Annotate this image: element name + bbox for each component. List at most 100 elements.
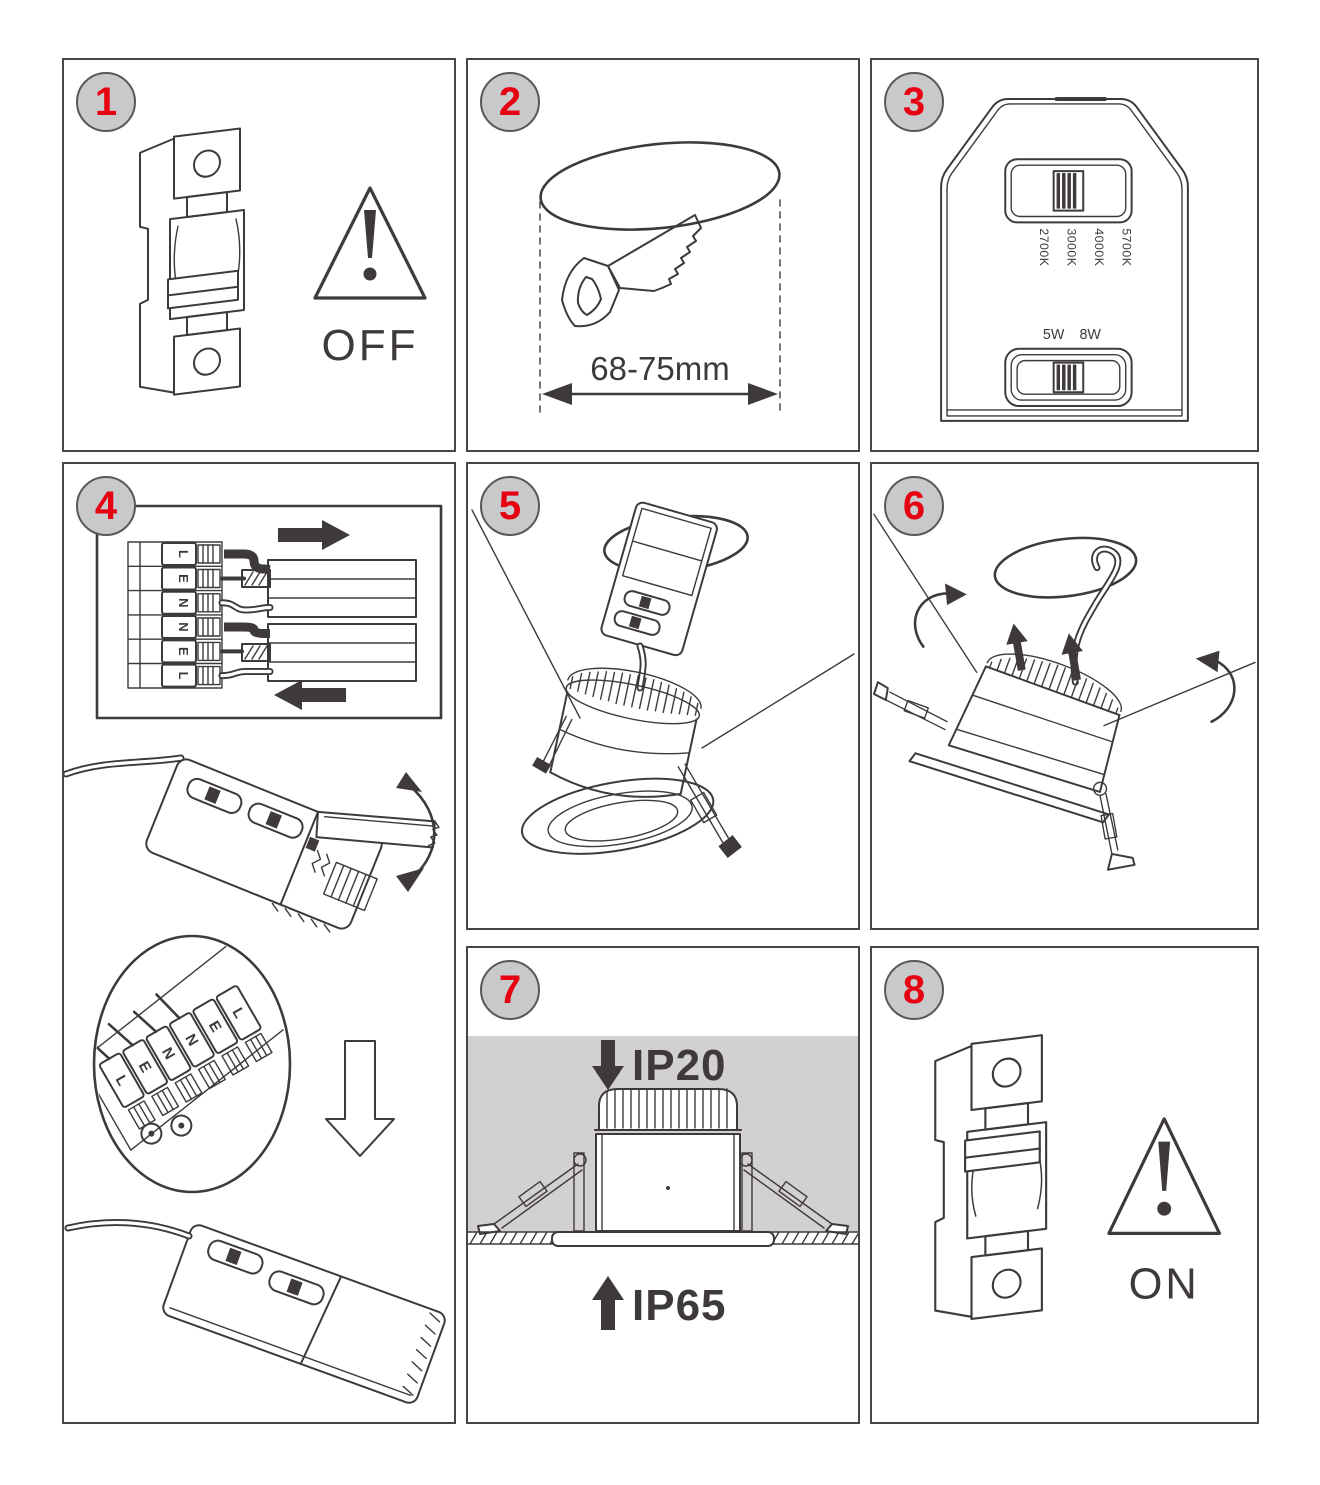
step-4-badge: 4 xyxy=(76,476,136,536)
dimension-arrow xyxy=(542,383,778,405)
press-down-arrow xyxy=(325,1040,395,1157)
step-2-panel: 2 68-75mm xyxy=(466,58,860,452)
up-arrow-icon xyxy=(592,1276,624,1330)
step-number: 8 xyxy=(902,968,926,1012)
step-1-illustration: OFF xyxy=(139,127,427,396)
svg-text:3000K: 3000K xyxy=(1064,228,1078,266)
downlight-fixture-tilted xyxy=(947,653,1123,793)
svg-text:E: E xyxy=(135,1058,155,1075)
terminal-detail: L E N N E L xyxy=(96,940,284,1151)
on-label: ON xyxy=(1129,1261,1200,1309)
svg-text:E: E xyxy=(205,1018,225,1035)
mains-cables xyxy=(218,549,417,682)
step-number: 6 xyxy=(902,484,926,528)
ip65-label: IP65 xyxy=(632,1281,727,1330)
insert-direction-arrow xyxy=(278,520,350,550)
step-1-panel: 1 OFF xyxy=(62,58,456,452)
svg-text:5W: 5W xyxy=(1043,327,1065,343)
step-3-panel: 3 2700K 3000K 4000K 5700K 5W xyxy=(870,58,1259,452)
spring-clip-left xyxy=(532,715,573,774)
spring-clip-right xyxy=(677,763,742,859)
step-1-badge: 1 xyxy=(76,72,136,132)
magnifier-ellipse xyxy=(92,934,292,1194)
spring-clip-left xyxy=(872,681,948,731)
step-8-illustration: ON xyxy=(934,1034,1222,1321)
warning-icon xyxy=(1107,1117,1222,1235)
ceiling-section xyxy=(468,1231,858,1245)
svg-text:4000K: 4000K xyxy=(1092,228,1106,266)
step-6-panel: 6 xyxy=(870,462,1259,930)
terminal-labels: L E N N E L xyxy=(176,550,191,680)
ceiling-plane-lines xyxy=(471,509,855,749)
rotate-arrow-right xyxy=(1195,650,1236,723)
step-7-badge: 7 xyxy=(480,960,540,1020)
svg-text:L: L xyxy=(176,550,191,558)
svg-text:L: L xyxy=(176,672,191,680)
step-number: 5 xyxy=(498,484,522,528)
step-8-badge: 8 xyxy=(884,960,944,1020)
warning-icon xyxy=(313,186,427,300)
step-number: 7 xyxy=(498,968,522,1012)
svg-text:N: N xyxy=(176,622,191,631)
trim-flange xyxy=(551,1231,775,1247)
wiring-diagram-box xyxy=(95,504,443,720)
svg-text:L: L xyxy=(112,1072,131,1088)
step-3-illustration: 2700K 3000K 4000K 5700K 5W 8W xyxy=(940,97,1189,422)
step-2-badge: 2 xyxy=(480,72,540,132)
svg-text:N: N xyxy=(176,598,191,607)
step-2-illustration: 68-75mm xyxy=(539,141,781,413)
step-8-panel: 8 ON xyxy=(870,946,1259,1424)
spring-clip-right xyxy=(1092,781,1136,871)
rotate-arrow-left xyxy=(913,583,967,648)
svg-text:L: L xyxy=(229,1005,248,1021)
step-4-panel: 4 L E N N xyxy=(62,462,456,1424)
cct-select-switch xyxy=(1004,158,1133,224)
fixture-back-housing xyxy=(940,97,1189,422)
svg-text:8W: 8W xyxy=(1079,327,1101,343)
driver-box-open xyxy=(145,758,440,933)
push-up-arrow-1 xyxy=(1006,623,1028,671)
step-number: 1 xyxy=(94,80,118,124)
cutout-hole-ellipse xyxy=(539,141,781,231)
step-5-panel: 5 xyxy=(466,462,860,930)
step-4-illustration: L E N N E L xyxy=(64,504,446,1404)
step-6-badge: 6 xyxy=(884,476,944,536)
step-number: 2 xyxy=(498,80,522,124)
step-number: 4 xyxy=(94,484,118,528)
down-arrow-icon xyxy=(592,1040,624,1090)
step-6-illustration xyxy=(872,513,1256,871)
step-7-panel: 7 xyxy=(466,946,860,1424)
fixture-cable xyxy=(1070,545,1122,686)
downlight-cross-section xyxy=(477,1088,849,1235)
off-label: OFF xyxy=(322,321,419,370)
wattage-switch-labels: 5W 8W xyxy=(1043,327,1101,343)
dimension-extension-lines xyxy=(539,199,781,413)
step-number: 3 xyxy=(902,80,926,124)
svg-text:N: N xyxy=(158,1045,178,1063)
svg-text:E: E xyxy=(176,574,191,583)
terminal-block: L E N N E L xyxy=(127,541,223,689)
step-5-badge: 5 xyxy=(480,476,540,536)
step-7-illustration: IP20 IP65 xyxy=(468,1036,858,1330)
saw-icon xyxy=(561,214,702,328)
ip20-annotation: IP20 xyxy=(592,1040,727,1090)
ip65-annotation: IP65 xyxy=(592,1276,727,1330)
step-3-badge: 3 xyxy=(884,72,944,132)
svg-text:5700K: 5700K xyxy=(1120,228,1134,266)
circuit-breaker-on-icon xyxy=(934,1034,1048,1321)
ceiling-hole-ellipse xyxy=(993,536,1138,599)
driver-box-closed xyxy=(162,1224,446,1404)
trim-ring-edge xyxy=(908,752,1110,824)
push-up-arrow-2 xyxy=(1061,633,1083,681)
downlight-fixture xyxy=(520,667,742,859)
remove-direction-arrow xyxy=(274,680,346,710)
terminal-crimp-serrations xyxy=(197,544,221,686)
wattage-select-switch xyxy=(1004,347,1133,408)
cct-switch-labels: 2700K 3000K 4000K 5700K xyxy=(1037,228,1134,266)
circuit-breaker-off-icon xyxy=(139,127,245,396)
step-5-illustration xyxy=(471,501,855,859)
ip20-label: IP20 xyxy=(632,1041,727,1090)
cover-rotate-arrow xyxy=(396,772,436,892)
svg-text:2700K: 2700K xyxy=(1037,228,1051,266)
